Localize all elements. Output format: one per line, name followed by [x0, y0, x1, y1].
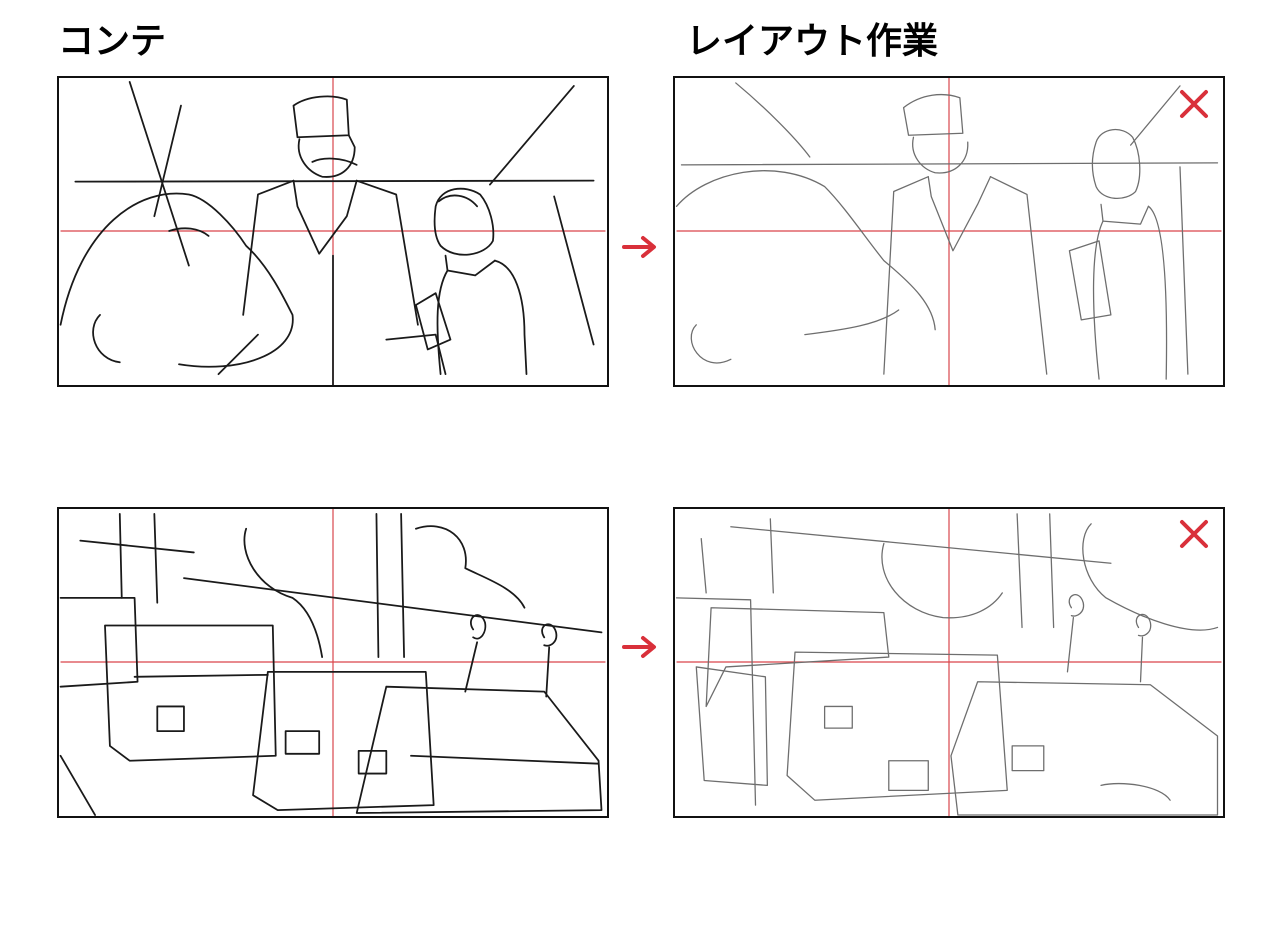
x-mark-icon: [1180, 520, 1208, 548]
right-arrow-icon: [622, 636, 656, 658]
storyboard-sketch-characters: [59, 78, 606, 385]
layout-sketch-street: [675, 509, 1222, 816]
storyboard-heading: コンテ: [58, 21, 167, 62]
layout-sketch-characters: [675, 78, 1222, 385]
storyboard-panel-characters: [57, 76, 609, 387]
storyboard-sketch-street: [59, 509, 606, 816]
layout-panel-street: [673, 507, 1225, 818]
layout-work-heading: レイアウト作業: [686, 21, 939, 62]
layout-panel-characters: [673, 76, 1225, 387]
x-mark-icon: [1180, 90, 1208, 118]
storyboard-panel-street: [57, 507, 609, 818]
right-arrow-icon: [622, 236, 656, 258]
